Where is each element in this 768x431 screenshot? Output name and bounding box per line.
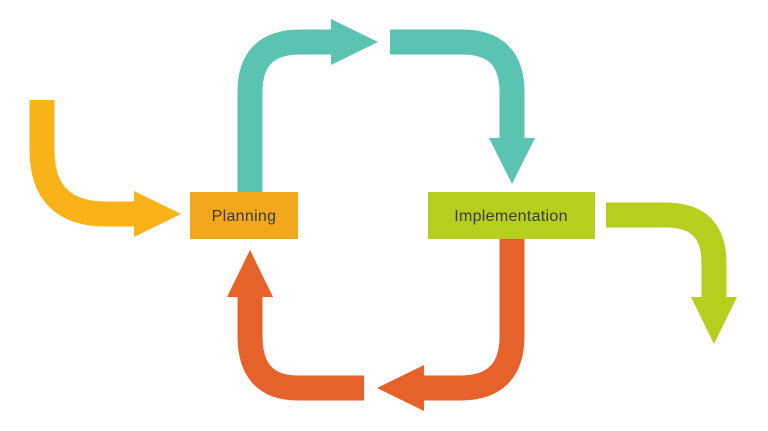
up-to-planning-arrow-line bbox=[237, 297, 364, 401]
implementation-node bbox=[428, 192, 595, 239]
exit-arrow-head bbox=[691, 297, 737, 344]
entry-arrow-line bbox=[29, 100, 134, 227]
implementation-node-label: Implementation bbox=[454, 208, 568, 225]
planning-node-label: Planning bbox=[212, 208, 277, 225]
implementation-down-arrow-line bbox=[424, 239, 525, 401]
up-to-planning-arrow-head bbox=[227, 250, 273, 297]
planning-node bbox=[190, 192, 298, 239]
planning-up-arrow-line bbox=[237, 29, 331, 192]
down-to-implementation-arrow-head bbox=[489, 138, 535, 184]
entry-arrow-head bbox=[134, 191, 181, 237]
exit-arrow-line bbox=[606, 202, 727, 297]
planning-up-arrow-head bbox=[331, 19, 378, 65]
down-to-implementation-arrow-line bbox=[390, 29, 525, 138]
implementation-down-arrow-head bbox=[377, 365, 424, 411]
